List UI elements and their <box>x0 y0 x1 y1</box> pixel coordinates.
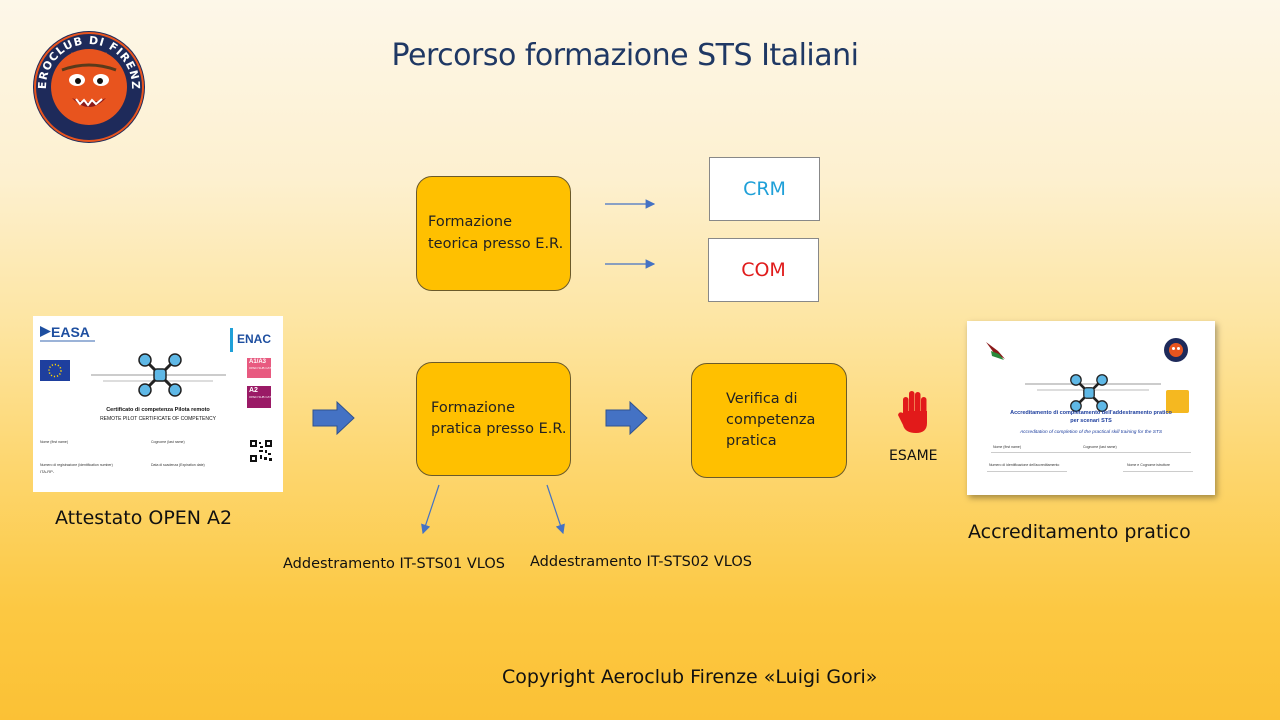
enac-logo-text: ENAC <box>237 332 272 346</box>
module-crm: CRM <box>709 157 820 221</box>
label-sts01: Addestramento IT-STS01 VLOS <box>283 556 505 572</box>
box-formazione-teorica: Formazione teorica presso E.R. <box>416 176 571 291</box>
box-pratica-line2: pratica presso E.R. <box>431 421 567 437</box>
label-accreditamento: Accreditamento pratico <box>968 521 1191 543</box>
cert-a2-title-en: REMOTE PILOT CERTIFICATE OF COMPETENCY <box>100 416 216 422</box>
easa-arrow-icon <box>40 326 51 337</box>
arrow-to-sts01 <box>421 484 440 535</box>
arrow-to-sts02 <box>546 484 565 535</box>
aeroclub-small-logo-icon <box>1164 338 1188 362</box>
box-teorica-line2: teorica presso E.R. <box>428 235 564 252</box>
box-verifica-line2: competenza <box>726 411 816 428</box>
page-title: Percorso formazione STS Italiani <box>391 38 859 73</box>
box-verifica-competenza: Verifica di competenza pratica <box>691 363 847 478</box>
cert-a2-field-exp: Data di scadenza (Expiration date) <box>151 463 205 467</box>
cert-sts-title-en: Accreditation of completion of the pract… <box>1019 430 1163 435</box>
copyright-text: Copyright Aeroclub Firenze «Luigi Gori» <box>502 666 878 688</box>
aeroclub-logo: AEROCLUB DI FIRENZE <box>27 20 146 144</box>
eu-flag-icon <box>40 360 70 381</box>
cert-a2-field-reg: Numero di registrazione (identification … <box>40 463 113 467</box>
label-sts02: Addestramento IT-STS02 VLOS <box>530 554 752 570</box>
cert-a2-title-it: Certificato di competenza Pilota remoto <box>106 407 210 413</box>
box-pratica-line1: Formazione <box>431 399 516 416</box>
easa-logo-text: EASA <box>51 324 90 340</box>
module-com: COM <box>708 238 819 302</box>
cert-sts-field-id: Numero di identificazione dell'accredita… <box>989 463 1060 467</box>
sts-stamp <box>1166 390 1189 413</box>
stop-hand-icon <box>898 391 927 433</box>
label-attestato: Attestato OPEN A2 <box>55 507 233 529</box>
cert-sts-title-it2: per scenari STS <box>1070 418 1112 424</box>
cert-sts-title-it: Accreditamento di completamento dell'add… <box>1010 410 1172 416</box>
block-arrow-to-verifica <box>605 400 648 436</box>
box-verifica-line1: Verifica di <box>726 390 798 407</box>
cert-a2-field-reg-value: ITA-RP- <box>40 469 55 474</box>
cert-a2-field-surname: Cognome (last name) <box>151 440 185 444</box>
qr-code-icon <box>250 440 272 462</box>
box-verifica-line3: pratica <box>726 433 777 449</box>
aeroclub-logo-icon: AEROCLUB DI FIRENZE <box>27 20 145 143</box>
drone-icon-sts <box>1070 374 1108 412</box>
enac-bird-icon <box>986 342 1005 360</box>
cert-sts-field-name: Nome (first name) <box>993 445 1022 449</box>
block-arrow-to-pratica <box>312 400 355 436</box>
cert-sts-field-surname: Cognome (last name) <box>1083 445 1117 449</box>
certificate-open-a2: EASA ENAC A1/A3 OPEN SUB CATEGORY A2 OPE… <box>33 316 283 492</box>
drone-icon <box>138 353 182 397</box>
label-esame: ESAME <box>889 448 938 464</box>
cert-a2-field-name: Nome (first name) <box>40 440 69 444</box>
cert-sts-field-sign: Nome e Cognome istruttore <box>1127 463 1170 467</box>
badge-a2: A2 OPEN SUB CATEGORY <box>247 386 282 408</box>
box-teorica-line1: Formazione <box>428 214 513 231</box>
certificate-sts: Accreditamento di completamento dell'add… <box>967 321 1215 495</box>
box-formazione-pratica: Formazione pratica presso E.R. <box>416 362 571 476</box>
badge-a1a3: A1/A3 OPEN SUB CATEGORY <box>247 358 282 378</box>
